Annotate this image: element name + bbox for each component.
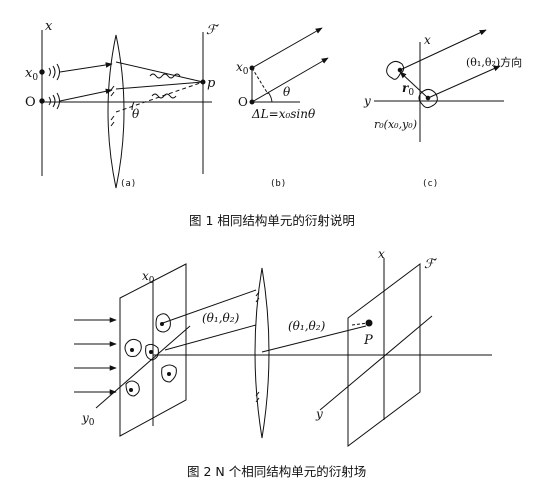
focused-ray — [261, 325, 367, 353]
panel-a-tag: (a) — [120, 179, 136, 189]
ray-to-p-dashed — [351, 322, 369, 326]
panel-a-axis-x: x — [45, 19, 53, 34]
diffracted-ray-1 — [159, 289, 257, 325]
figure2-diagram — [74, 258, 492, 447]
lens-2 — [254, 267, 270, 439]
panel-a-point: p — [207, 76, 216, 91]
fig2-axis-x: x — [378, 247, 385, 261]
object-blob-3 — [145, 343, 159, 361]
figure2-caption: 图 2 N 个相同结构单元的衍射场 — [187, 464, 367, 479]
panel-b-tag: (b) — [270, 179, 286, 189]
fig2-direction-label-1: (θ₁,θ₂) — [202, 311, 240, 325]
ray-from-o — [59, 88, 113, 102]
panel-c-axis-y: y — [363, 94, 371, 108]
panel-c-point-label: r₀(x₀,y₀) — [374, 118, 417, 131]
unit-blob-2 — [418, 88, 438, 109]
wavy-ray — [149, 73, 181, 79]
panel-b-path-diff: ΔL=x₀sinθ — [251, 107, 316, 121]
fig2-point-p: P — [363, 333, 373, 348]
panel-b-origin: O — [238, 95, 248, 109]
focal-point-dot — [200, 79, 206, 85]
figure1-panel-c — [374, 29, 504, 142]
panel-b-angle: θ — [283, 85, 291, 99]
vector-r0 — [399, 71, 429, 99]
object-blob-2 — [124, 338, 142, 357]
ray-lower-b — [251, 57, 329, 103]
perpendicular-b — [251, 67, 269, 95]
ray-lower-c — [427, 65, 501, 99]
ray-upper-b — [251, 27, 323, 69]
panel-a-angle: θ — [132, 107, 140, 121]
axis-y0 — [95, 325, 191, 409]
figure1-caption: 图 1 相同结构单元的衍射说明 — [189, 213, 355, 228]
panel-c-tag: (c) — [422, 179, 438, 189]
fig2-axis-x0: x0 — [142, 269, 155, 286]
fig2-axis-y0: y0 — [81, 411, 95, 428]
fig2-direction-label-2: (θ₁,θ₂) — [288, 319, 326, 333]
panel-c-direction: (θ₁,θ₂)方向 — [466, 55, 522, 69]
fig2-axis-y: y — [315, 407, 323, 421]
lens — [107, 34, 125, 189]
panel-a-focal-plane: ℱ′ — [206, 23, 219, 38]
panel-b-source-x0: x0 — [236, 60, 249, 77]
panel-c-axis-x: x — [424, 33, 431, 47]
focal-plane-2 — [347, 263, 421, 447]
ray-upper-c — [399, 29, 487, 71]
wavefront-arcs-x0 — [48, 63, 60, 81]
angle-arc-a — [131, 101, 135, 111]
object-blob-1 — [155, 313, 171, 333]
figure1-panel-b — [249, 27, 329, 105]
source-dot-o — [39, 98, 45, 104]
fig2-focal-plane: ℱ′ — [424, 257, 437, 272]
point-p-dot — [365, 319, 373, 327]
figure1-panel-a — [39, 30, 212, 189]
object-blob-5 — [125, 380, 140, 397]
panel-a-origin: O — [25, 95, 36, 110]
object-blob-4 — [161, 364, 177, 383]
ray-from-x0 — [59, 62, 113, 73]
wavefront-arcs-o — [48, 92, 60, 110]
angle-arc-b — [267, 91, 273, 103]
object-plane — [119, 263, 187, 437]
panel-c-vector-r0: r0 — [402, 81, 414, 98]
axis-y-2 — [319, 315, 433, 411]
diffracted-ray-2 — [164, 324, 257, 351]
panel-a-source-x0: x0 — [25, 66, 38, 83]
source-dot-x0 — [39, 69, 45, 75]
